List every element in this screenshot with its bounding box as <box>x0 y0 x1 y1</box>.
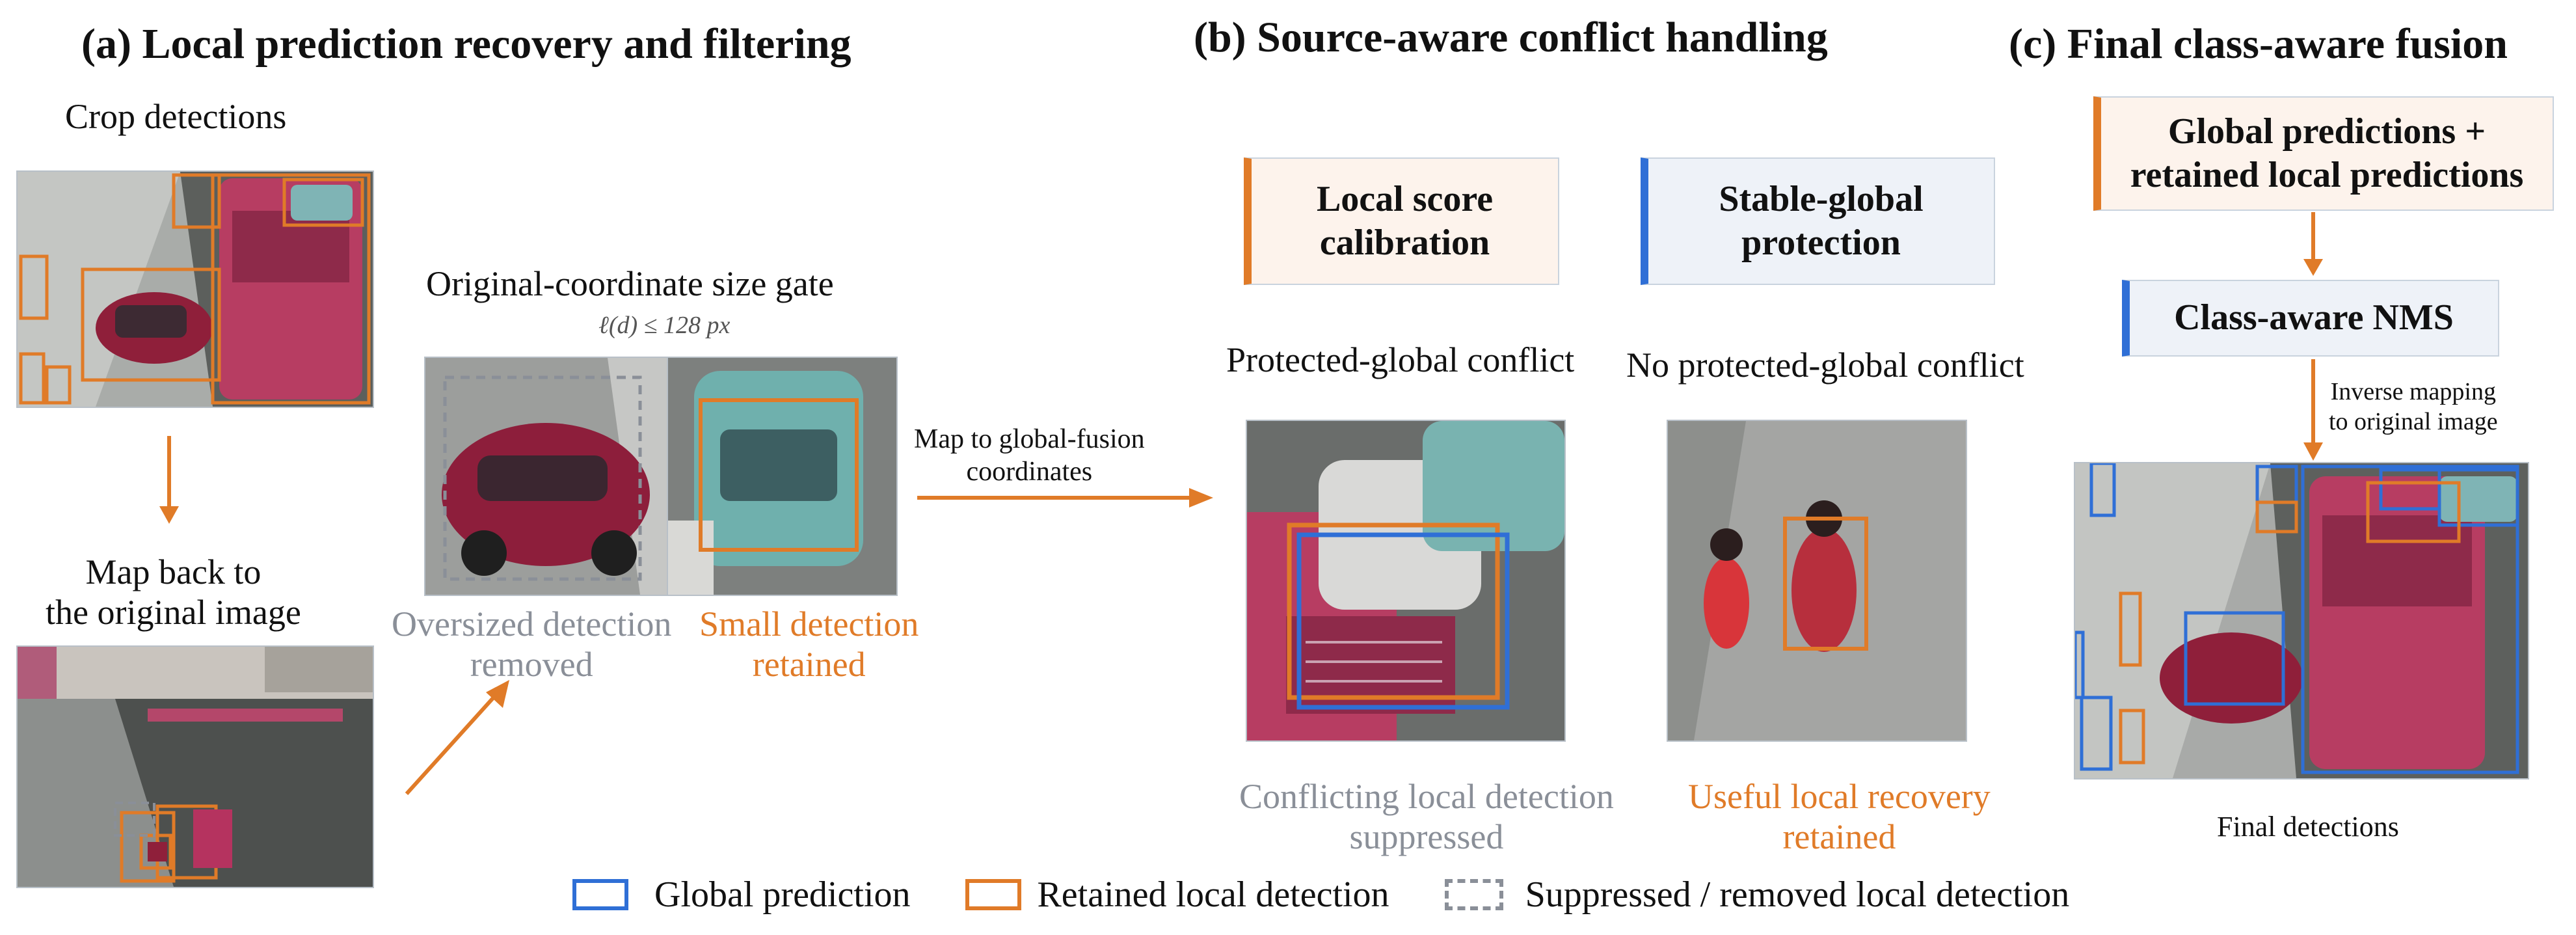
no-conflict-heading: No protected-global conflict <box>1626 346 2024 385</box>
original-image <box>16 645 374 888</box>
oversized-detection-image <box>424 357 668 596</box>
inverse-line-1: Inverse mapping <box>2330 378 2496 405</box>
small-retained-caption: Small detection retained <box>699 604 919 684</box>
no-conflict-image <box>1667 420 1967 742</box>
local-score-calibration-card: Local score calibration <box>1244 157 1559 285</box>
recovery-line-2: retained <box>1782 817 1896 857</box>
protected-conflict-image <box>1246 420 1566 742</box>
panel-a-title: (a) Local prediction recovery and filter… <box>81 20 852 68</box>
map-global-line-1: Map to global-fusion <box>914 424 1145 454</box>
class-aware-nms-card: Class-aware NMS <box>2122 280 2499 357</box>
recovery-line-1: Useful local recovery <box>1688 777 1991 816</box>
crop-detections-image <box>16 170 374 408</box>
legend-removed-swatch <box>1444 879 1503 910</box>
card-nms-text: Class-aware NMS <box>2174 297 2454 338</box>
oversized-removed-caption: Oversized detection removed <box>392 604 671 684</box>
inverse-line-2: to original image <box>2329 407 2498 435</box>
panel-c-title: (c) Final class-aware fusion <box>2009 20 2508 68</box>
arrow-to-final <box>2303 359 2323 461</box>
conflict-suppressed-caption: Conflicting local detection suppressed <box>1239 776 1614 857</box>
size-gate-title: Original-coordinate size gate <box>426 264 834 303</box>
map-global-line-2: coordinates <box>966 457 1093 487</box>
card-global-line-1: Stable-global <box>1719 178 1924 219</box>
suppressed-line-1: Conflicting local detection <box>1239 777 1614 816</box>
card-local-line-1: Local score <box>1316 178 1494 219</box>
inverse-mapping-label: Inverse mapping to original image <box>2329 377 2498 437</box>
legend-removed-label: Suppressed / removed local detection <box>1525 874 2070 915</box>
map-back-label: Map back to the original image <box>46 552 301 632</box>
map-back-line-2: the original image <box>46 593 301 632</box>
small-detection-image <box>667 357 898 596</box>
retained-line-2: retained <box>752 645 866 684</box>
local-recovery-caption: Useful local recovery retained <box>1688 776 1991 857</box>
legend: Global prediction Retained local detecti… <box>572 869 2069 921</box>
size-gate-formula: ℓ(d) ≤ 128 px <box>598 312 731 339</box>
final-detections-label: Final detections <box>2217 811 2399 843</box>
panel-b-title: (b) Source-aware conflict handling <box>1194 14 1828 61</box>
global-plus-local-card: Global predictions + retained local pred… <box>2093 96 2554 211</box>
card-global-line-2: protection <box>1741 223 1901 263</box>
crop-detections-label: Crop detections <box>65 97 287 136</box>
suppressed-line-2: suppressed <box>1349 817 1504 857</box>
final-detections-image <box>2074 462 2529 779</box>
legend-local-swatch <box>965 879 1022 910</box>
map-to-global-label: Map to global-fusion coordinates <box>914 423 1145 489</box>
card-local-line-2: calibration <box>1319 223 1490 263</box>
card-top-line-1: Global predictions + <box>2167 111 2486 152</box>
legend-global-label: Global prediction <box>654 874 911 915</box>
stable-global-protection-card: Stable-global protection <box>1641 157 1995 285</box>
removed-line-1: Oversized detection <box>392 604 672 644</box>
arrow-map-to-gate <box>405 680 509 796</box>
retained-line-1: Small detection <box>699 604 919 644</box>
legend-local-label: Retained local detection <box>1037 874 1389 915</box>
legend-global-swatch <box>572 879 628 910</box>
arrow-crop-to-map <box>159 436 179 524</box>
card-top-line-2: retained local predictions <box>2130 155 2524 195</box>
arrow-to-panel-b <box>917 488 1213 508</box>
removed-line-2: removed <box>470 645 593 684</box>
protected-conflict-heading: Protected-global conflict <box>1226 340 1575 379</box>
map-back-line-1: Map back to <box>85 552 262 591</box>
arrow-to-nms <box>2303 212 2323 276</box>
